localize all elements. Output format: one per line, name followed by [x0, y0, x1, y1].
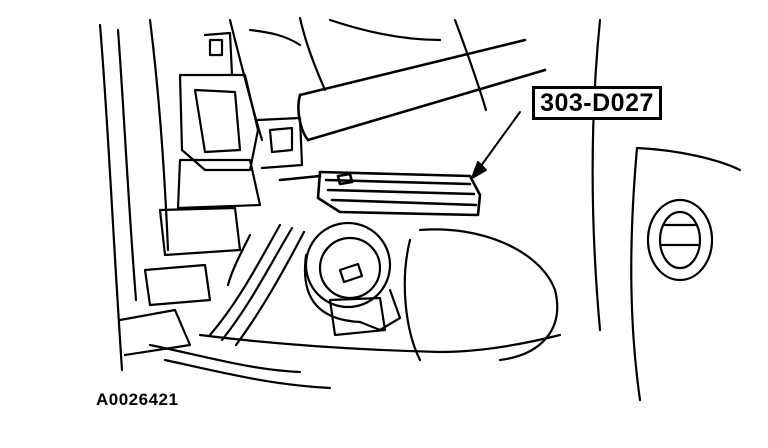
- lower-trim: [198, 333, 562, 354]
- right-panel: [403, 18, 742, 402]
- wiring-harness: [208, 223, 306, 347]
- removal-tool: [278, 38, 547, 217]
- leader-arrow: [471, 111, 521, 179]
- ignition-lock-cylinder: [303, 221, 402, 332]
- tool-number-label: 303-D027: [540, 88, 654, 117]
- lock-housing: [158, 31, 304, 257]
- steering-column: [228, 16, 488, 142]
- lower-components: [118, 263, 387, 390]
- tool-callout: 303-D027: [532, 86, 662, 120]
- figure-id-label: A0026421: [96, 390, 179, 409]
- left-panel: [98, 18, 170, 372]
